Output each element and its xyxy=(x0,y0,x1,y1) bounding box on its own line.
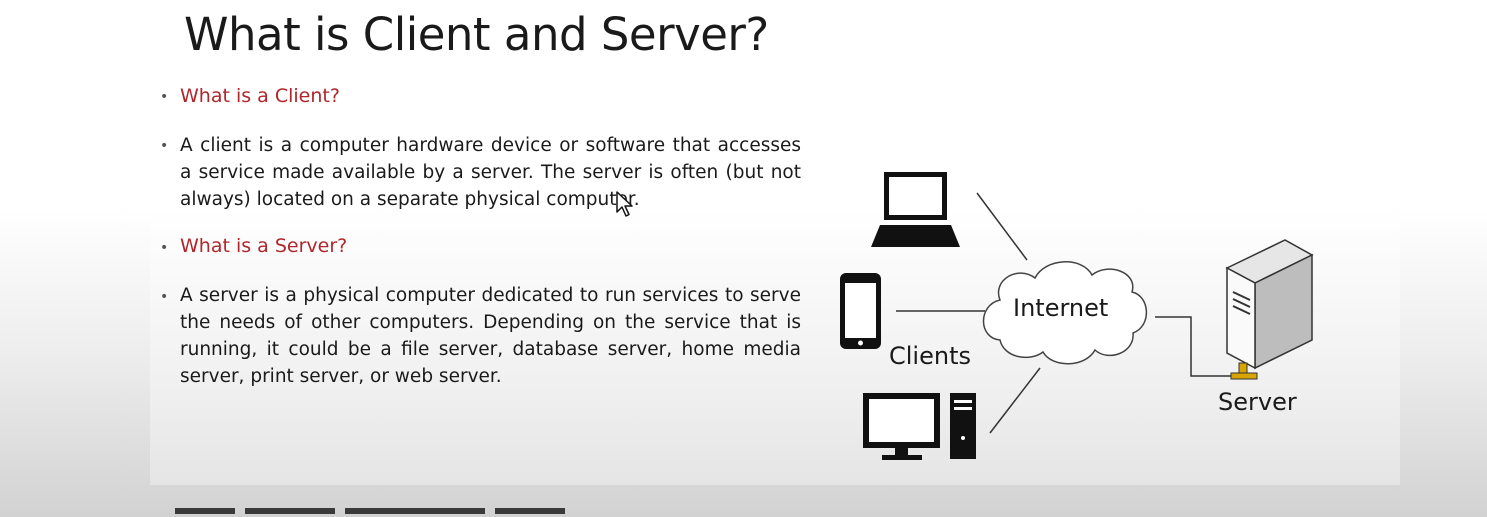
client-definition-text: A client is a computer hardware device o… xyxy=(180,135,801,210)
server-label: Server xyxy=(1218,388,1297,416)
cropped-next-line xyxy=(175,508,595,517)
server-question-heading: What is a Server? xyxy=(180,235,348,257)
server-definition-text: A server is a physical computer dedicate… xyxy=(180,285,801,387)
slide-content-area xyxy=(150,80,1400,485)
bullet-marker: • xyxy=(160,240,169,256)
mouse-cursor-icon xyxy=(616,191,633,217)
bullet-marker: • xyxy=(160,289,169,305)
bullet-marker: • xyxy=(160,138,169,154)
internet-label: Internet xyxy=(1013,294,1109,322)
client-question-heading: What is a Client? xyxy=(180,85,340,107)
clients-label: Clients xyxy=(889,342,971,370)
slide-title: What is Client and Server? xyxy=(184,8,769,61)
bullet-marker: • xyxy=(160,89,169,105)
